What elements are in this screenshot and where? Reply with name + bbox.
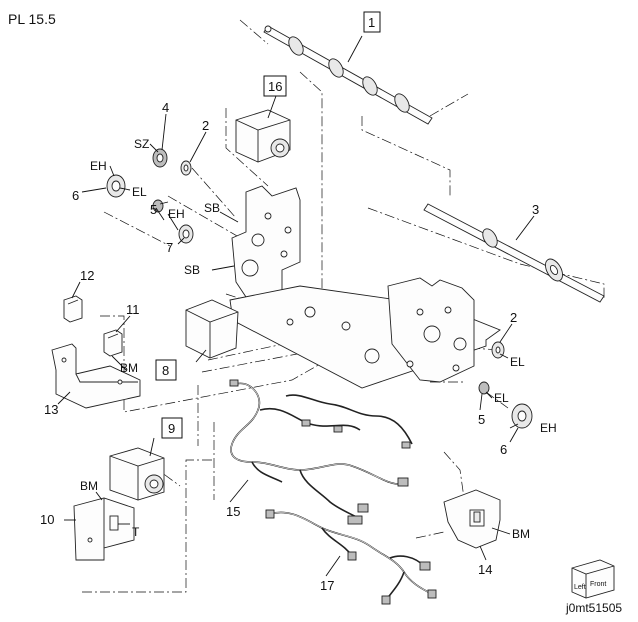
callout-16: 15 [226,504,240,519]
tag-sb-upper: SB [204,201,220,215]
wire-harness-part-16[interactable] [229,379,413,525]
shaft-part-3[interactable] [423,203,605,303]
bearing-part-6-left[interactable] [106,174,126,198]
callout-6-right: 6 [500,442,507,457]
callout-1: 1 [368,15,375,30]
tag-el-left: EL [132,185,147,199]
callout-14: 16 [268,79,282,94]
callout-12: 12 [80,268,94,283]
bearing-part-5-left[interactable] [152,199,164,213]
callout-box-8 [155,359,177,381]
callout-4: 4 [162,100,169,115]
tag-eh-top-left: EH [90,159,107,173]
orientation-left-label: Left [574,584,586,591]
callout-11: 11 [126,302,140,317]
callout-box-9 [161,417,183,439]
callout-2-left: 2 [202,118,209,133]
bracket-part-15[interactable] [443,489,501,549]
callout-box-1 [363,11,381,33]
callout-10: 10 [40,512,54,527]
bearing-part-7[interactable] [178,224,194,244]
callout-6-left: 6 [72,188,79,203]
callout-labels: 1 16 8 9 2 2 3 4 5 5 6 6 7 10 11 12 13 1… [40,11,539,593]
bearing-part-5-right[interactable] [478,381,490,395]
gear-part-4[interactable] [152,148,168,168]
callout-9: 9 [168,421,175,436]
tag-el-right-lower: EL [494,391,509,405]
tag-sb-lower: SB [184,263,200,277]
leader-lines [57,35,535,577]
tag-el-right-upper: EL [510,355,525,369]
bracket-part-13[interactable] [51,343,141,409]
orientation-icon: Left Front [571,559,615,599]
tag-eh-left: EH [168,207,185,221]
motor-part-8[interactable] [185,299,239,359]
sensor-part-12[interactable] [63,295,83,323]
bearing-part-2-left[interactable] [180,160,192,176]
callout-8: 8 [162,363,169,378]
callout-13: 13 [44,402,58,417]
callout-3: 3 [532,202,539,217]
tag-eh-right: EH [540,421,557,435]
bearing-part-6-right[interactable] [511,403,533,429]
figure-code: j0mt51505 [565,601,622,615]
callout-box-14 [263,75,287,97]
tag-bm-sensor: BM [120,361,138,375]
tag-t: T [132,525,140,539]
callout-15: 14 [478,562,492,577]
callout-17: 17 [320,578,334,593]
main-frame [229,185,501,389]
callout-7: 7 [166,240,173,255]
callout-5-right: 5 [478,412,485,427]
tag-labels: SZ EH EL EH SB SB BM EL EL EH BM T BM [80,137,557,541]
wire-harness-part-17[interactable] [265,509,437,605]
motor-part-14[interactable] [235,109,291,163]
tag-bm-right: BM [512,527,530,541]
page-title: PL 15.5 [8,11,56,27]
tag-sz: SZ [134,137,149,151]
sensor-part-11[interactable] [103,329,123,357]
motor-part-9[interactable] [109,447,165,501]
callout-2-right: 2 [510,310,517,325]
bracket-part-10[interactable] [73,497,135,561]
orientation-front-label: Front [590,581,606,588]
callout-5-left: 5 [150,202,157,217]
roller-shaft-part-1[interactable] [263,25,433,125]
tag-bm-bracket: BM [80,479,98,493]
